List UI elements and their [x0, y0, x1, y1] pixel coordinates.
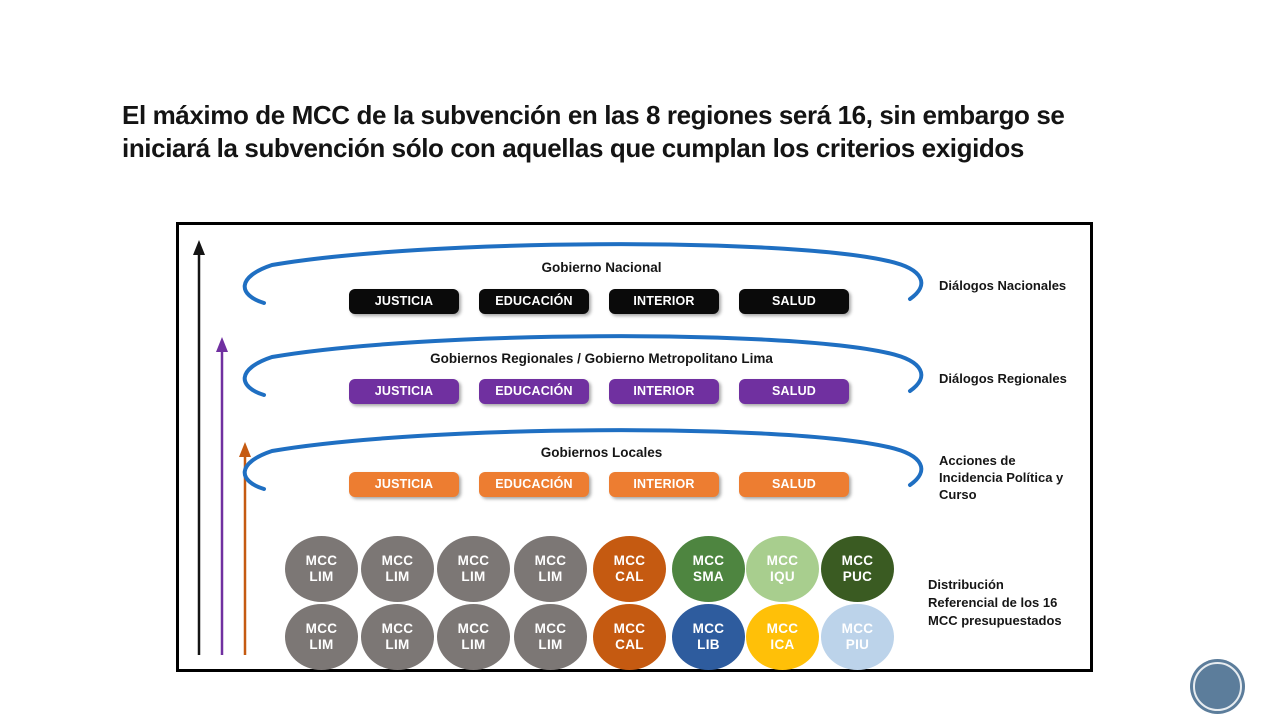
level-arrows [193, 240, 251, 655]
mcc-code: ICA [770, 637, 795, 652]
slide-title: El máximo de MCC de la subvención en las… [122, 100, 1065, 163]
mcc-code: LIM [385, 637, 410, 652]
decoration-ring [1193, 662, 1242, 711]
national-dialogue-arc [242, 242, 924, 305]
mcc-code: LIM [538, 569, 563, 584]
mcc-label: MCC [534, 621, 567, 636]
mcc-code: LIM [385, 569, 410, 584]
local-arrow-head-icon [239, 442, 251, 457]
mcc-code: LIB [697, 637, 720, 652]
distribution-label: Distribución Referencial de los 16 MCC p… [928, 577, 1062, 628]
mcc-code: LIM [461, 637, 486, 652]
box-regional-educacion: EDUCACIÓN [479, 379, 589, 404]
mcc-label: MCC [305, 553, 338, 568]
mcc-label: MCC [613, 553, 646, 568]
mcc-label: MCC [534, 553, 567, 568]
mcc-label: MCC [692, 621, 725, 636]
mcc-label: MCC [692, 553, 725, 568]
box-local-interior: INTERIOR [609, 472, 719, 497]
mcc-label: MCC [381, 621, 414, 636]
mcc-code: PUC [842, 569, 873, 584]
diagram-frame: Gobierno Nacional Gobiernos Regionales /… [176, 222, 1093, 672]
label-dialogos-regionales: Diálogos Regionales [939, 371, 1067, 386]
box-regional-interior: INTERIOR [609, 379, 719, 404]
box-local-educacion: EDUCACIÓN [479, 472, 589, 497]
mcc-label: MCC [457, 621, 490, 636]
box-national-educacion: EDUCACIÓN [479, 289, 589, 314]
mcc-label: MCC [841, 621, 874, 636]
mcc-code: SMA [693, 569, 724, 584]
national-arrow-head-icon [193, 240, 205, 255]
mcc-code: CAL [615, 569, 644, 584]
regional-dialogue-arc [242, 334, 924, 397]
label-dialogos-nacionales: Diálogos Nacionales [939, 278, 1067, 293]
mcc-label: MCC [766, 553, 799, 568]
slide-decoration-circle-icon [1190, 659, 1245, 714]
box-national-salud: SALUD [739, 289, 849, 314]
box-regional-salud: SALUD [739, 379, 849, 404]
box-local-justicia: JUSTICIA [349, 472, 459, 497]
mcc-code: CAL [615, 637, 644, 652]
mcc-label: MCC [766, 621, 799, 636]
mcc-code: LIM [309, 637, 334, 652]
mcc-code: LIM [461, 569, 486, 584]
level-title-regional: Gobiernos Regionales / Gobierno Metropol… [430, 351, 773, 366]
mcc-label: MCC [305, 621, 338, 636]
mcc-code: PIU [845, 637, 870, 652]
mcc-label: MCC [841, 553, 874, 568]
mcc-code: LIM [538, 637, 563, 652]
label-acciones-incidencia: Acciones de Incidencia Política y Curso [939, 453, 1064, 502]
level-title-local: Gobiernos Locales [540, 445, 663, 460]
box-local-salud: SALUD [739, 472, 849, 497]
mcc-label: MCC [457, 553, 490, 568]
mcc-label: MCC [381, 553, 414, 568]
mcc-label: MCC [613, 621, 646, 636]
box-national-justicia: JUSTICIA [349, 289, 459, 314]
mcc-code: IQU [770, 569, 795, 584]
level-title-national: Gobierno Nacional [541, 260, 662, 275]
local-dialogue-arc [242, 428, 924, 491]
box-regional-justicia: JUSTICIA [349, 379, 459, 404]
box-national-interior: INTERIOR [609, 289, 719, 314]
mcc-code: LIM [309, 569, 334, 584]
regional-arrow-head-icon [216, 337, 228, 352]
